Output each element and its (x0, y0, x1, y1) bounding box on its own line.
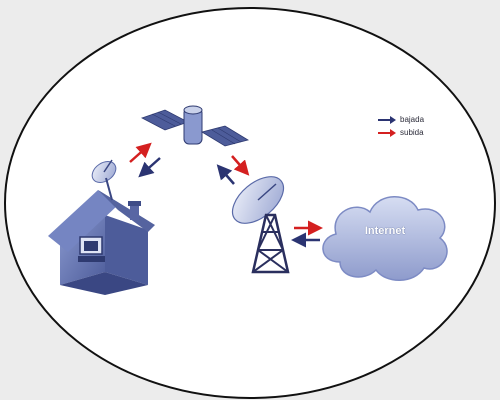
satellite-icon (140, 105, 250, 147)
cloud-icon (322, 196, 448, 281)
arrow-right-icon (378, 115, 396, 124)
satellite-dish-icon (91, 159, 117, 201)
legend-item-subida: subida (378, 126, 424, 139)
ground-station-tower-icon (231, 176, 290, 274)
legend: bajada subida (378, 113, 424, 139)
arrow-right-icon (378, 128, 396, 137)
legend-label: bajada (400, 114, 425, 124)
uplink-arrow-house-satellite (129, 142, 152, 163)
uplink-arrow-station-satellite (216, 164, 235, 185)
downlink-arrow-satellite-station (231, 155, 250, 176)
legend-item-bajada: bajada (378, 113, 424, 126)
downlink-arrow-satellite-house (138, 157, 161, 178)
legend-label: subida (400, 127, 424, 137)
internet-label: Internet (364, 225, 406, 237)
house-icon (48, 190, 155, 295)
